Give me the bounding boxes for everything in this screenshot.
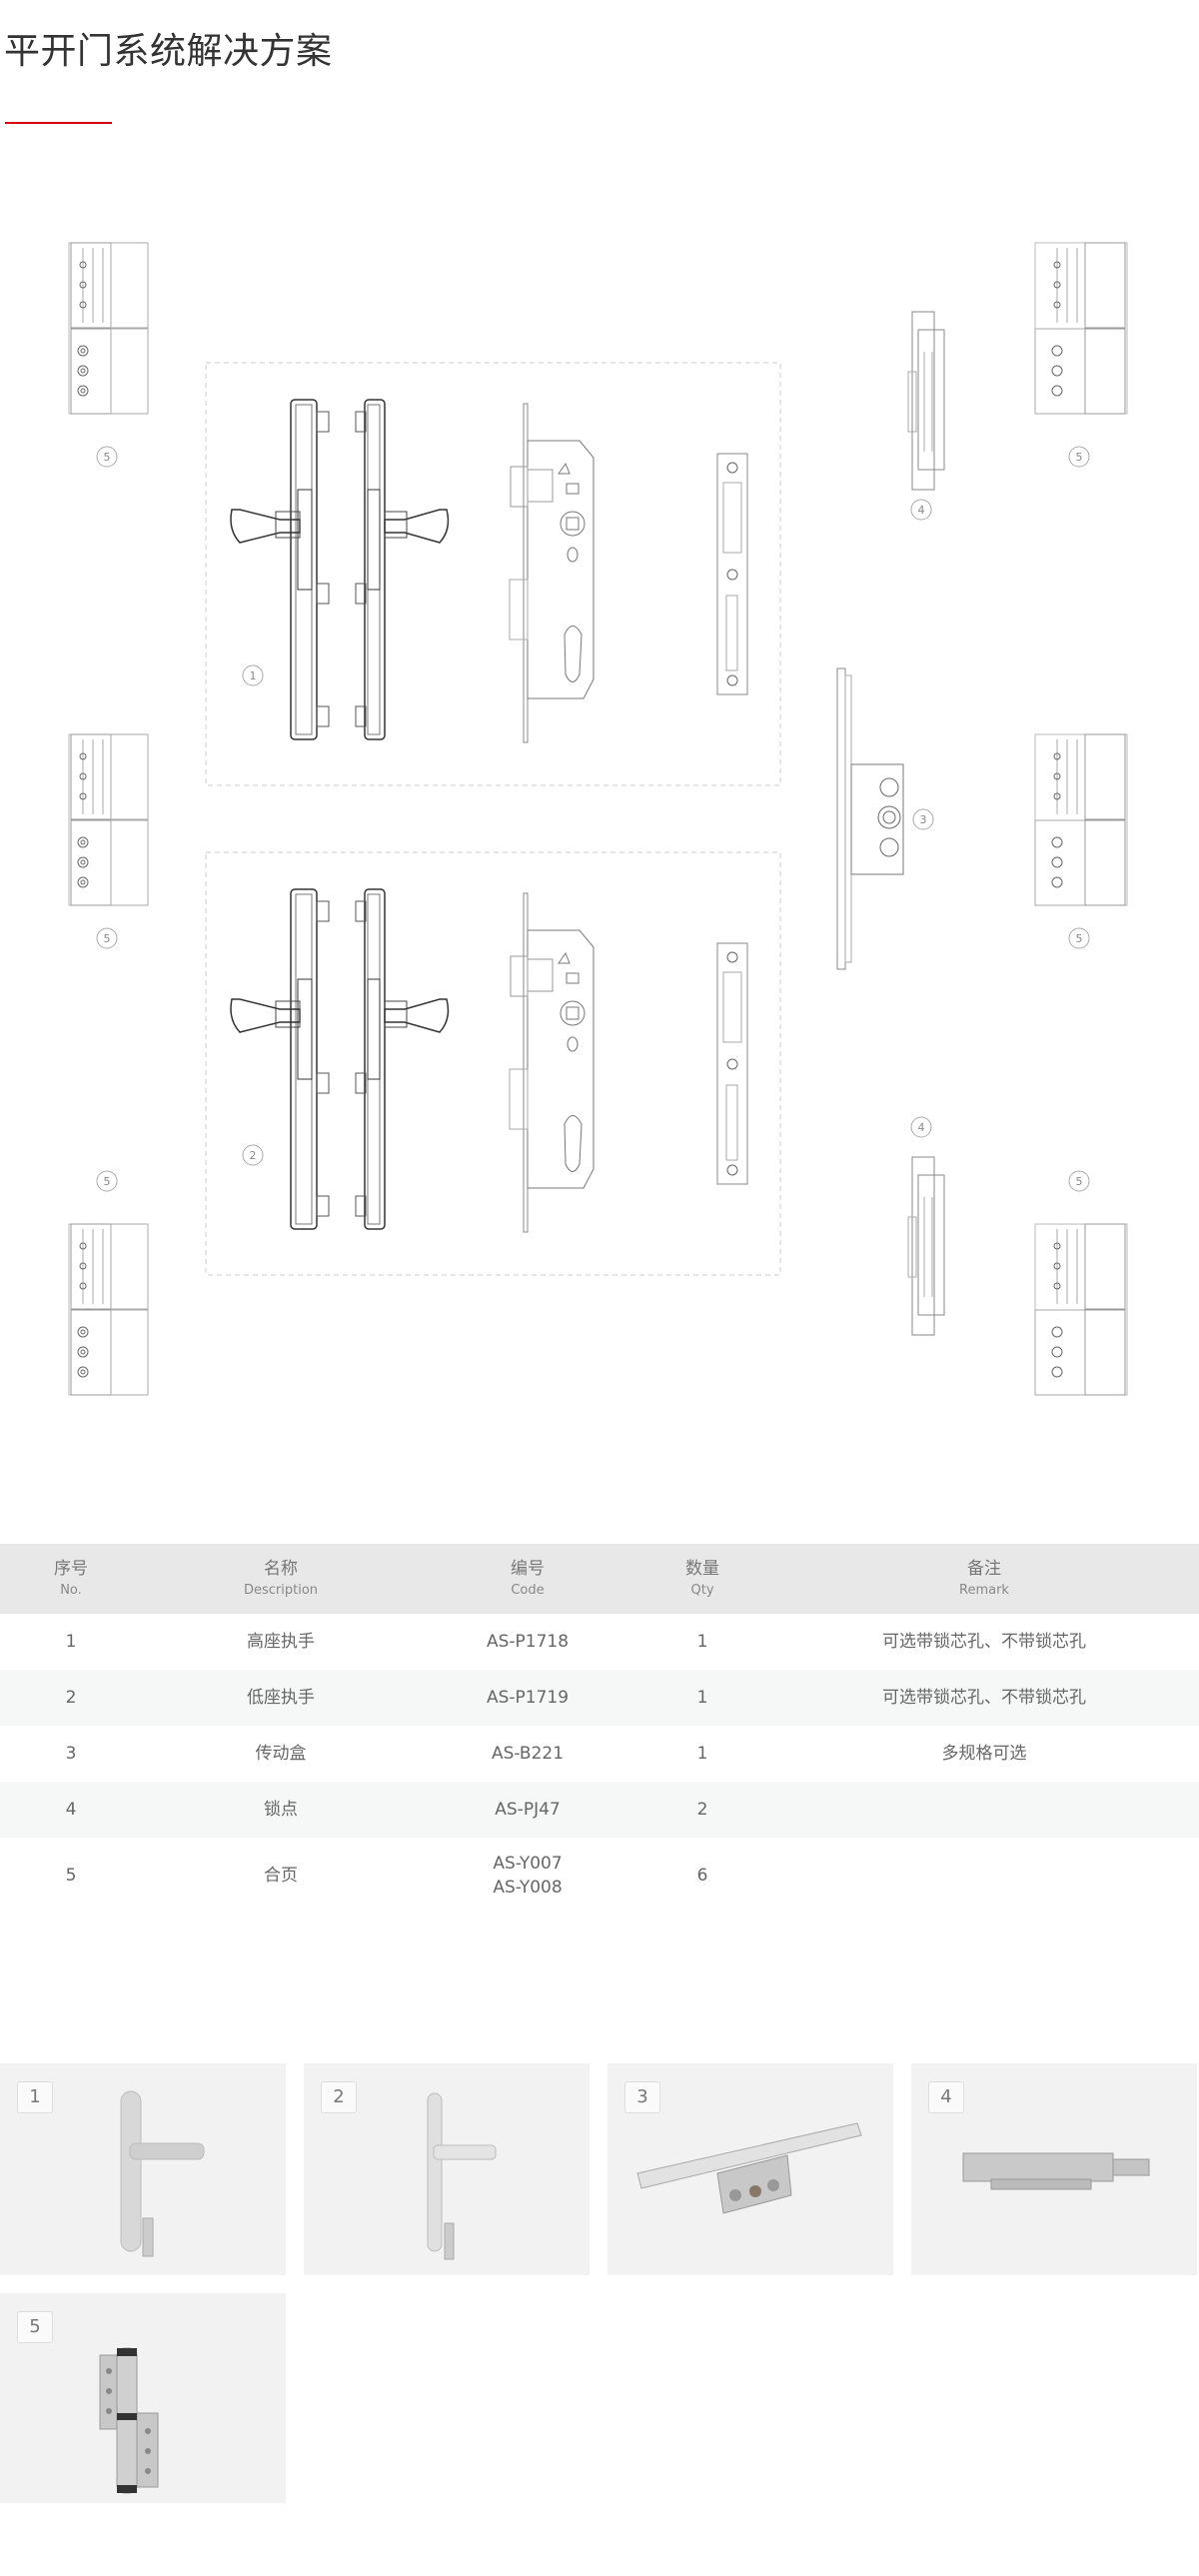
callout-5: 5 bbox=[104, 1175, 111, 1188]
cell-code-line1: AS-Y007 bbox=[493, 1854, 563, 1874]
header-name: 名称 bbox=[264, 1559, 298, 1579]
header-code: 编号 bbox=[511, 1559, 545, 1579]
cell-remark: 可选带锁芯孔、不带锁芯孔 bbox=[882, 1632, 1086, 1652]
product-card-4[interactable]: 4 bbox=[911, 2063, 1197, 2275]
cell-code-line2: AS-Y008 bbox=[493, 1878, 563, 1898]
header-no: 序号 bbox=[54, 1559, 88, 1579]
product-card-5[interactable]: 5 bbox=[0, 2293, 286, 2503]
cell-name: 锁点 bbox=[264, 1800, 298, 1820]
callout-5: 5 bbox=[104, 932, 111, 945]
cell-remark: 多规格可选 bbox=[941, 1744, 1027, 1764]
hinge-drawing bbox=[1034, 242, 1128, 415]
product-card-2[interactable]: 2 bbox=[304, 2063, 590, 2275]
cell-code: AS-PJ47 bbox=[495, 1800, 561, 1820]
cell-no: 3 bbox=[65, 1744, 77, 1764]
title-underline bbox=[5, 122, 112, 124]
gearbox-photo-icon bbox=[636, 2122, 862, 2214]
cell-code: AS-P1718 bbox=[486, 1632, 570, 1652]
header-remark-en: Remark bbox=[959, 1583, 1009, 1598]
cell-name: 合页 bbox=[264, 1866, 298, 1886]
cell-no: 2 bbox=[65, 1688, 77, 1708]
lock-point-photo-icon bbox=[962, 2152, 1150, 2190]
high-handle-photo-icon bbox=[120, 2090, 205, 2257]
product-card-3[interactable]: 3 bbox=[607, 2063, 893, 2275]
high-handle-lock-set-drawing bbox=[230, 399, 748, 743]
cell-qty: 6 bbox=[696, 1866, 708, 1886]
system-diagram: 1 2 3 4 4 5 5 5 5 5 5 bbox=[68, 242, 1128, 1396]
handle-set-box-2 bbox=[205, 851, 781, 1276]
callout-4: 4 bbox=[918, 504, 925, 517]
product-badge: 2 bbox=[321, 2081, 357, 2113]
cell-qty: 2 bbox=[696, 1800, 708, 1820]
product-badge: 4 bbox=[928, 2081, 964, 2113]
low-handle-photo-icon bbox=[427, 2092, 497, 2260]
header-qty: 数量 bbox=[685, 1559, 719, 1579]
cell-name: 低座执手 bbox=[247, 1688, 315, 1708]
gearbox-drawing bbox=[836, 667, 904, 970]
table-row: 2 低座执手 AS-P1719 1 可选带锁芯孔、不带锁芯孔 bbox=[0, 1670, 1199, 1726]
table-row: 4 锁点 AS-PJ47 2 bbox=[0, 1782, 1199, 1838]
header-qty-en: Qty bbox=[690, 1583, 714, 1598]
parts-table: 序号 No. 名称 Description 编号 Code 数量 Qty 备注 Remar… bbox=[0, 1544, 1199, 1914]
page-title: 平开门系统解决方案 bbox=[4, 31, 333, 72]
callout-5: 5 bbox=[104, 451, 111, 464]
callout-5: 5 bbox=[1076, 932, 1083, 945]
low-handle-lock-set-drawing bbox=[230, 888, 748, 1233]
cell-no: 1 bbox=[65, 1632, 77, 1652]
header-no-en: No. bbox=[60, 1583, 82, 1598]
cell-name: 传动盒 bbox=[255, 1744, 307, 1764]
product-card-1[interactable]: 1 bbox=[0, 2063, 286, 2275]
hinge-drawing bbox=[68, 242, 149, 415]
callout-5: 5 bbox=[1076, 1175, 1083, 1188]
cell-qty: 1 bbox=[696, 1744, 708, 1764]
hinge-drawing bbox=[1034, 733, 1128, 906]
table-header: 序号 No. 名称 Description 编号 Code 数量 Qty 备注 Remar… bbox=[0, 1544, 1199, 1614]
lock-point-drawing bbox=[907, 1156, 945, 1336]
callout-4: 4 bbox=[918, 1121, 925, 1134]
handle-set-box-1 bbox=[205, 362, 781, 786]
cell-code: AS-P1719 bbox=[486, 1688, 570, 1708]
callout-2: 2 bbox=[250, 1149, 257, 1162]
product-badge: 1 bbox=[17, 2081, 53, 2113]
header-code-en: Code bbox=[511, 1583, 545, 1598]
header-name-en: Description bbox=[243, 1583, 319, 1598]
cell-remark: 可选带锁芯孔、不带锁芯孔 bbox=[882, 1688, 1086, 1708]
callout-5: 5 bbox=[1076, 451, 1083, 464]
table-row: 1 高座执手 AS-P1718 1 可选带锁芯孔、不带锁芯孔 bbox=[0, 1614, 1199, 1670]
header-remark: 备注 bbox=[967, 1559, 1001, 1579]
hinge-drawing bbox=[1034, 1223, 1128, 1396]
cell-name: 高座执手 bbox=[247, 1632, 315, 1652]
table-row: 3 传动盒 AS-B221 1 多规格可选 bbox=[0, 1726, 1199, 1782]
callout-1: 1 bbox=[250, 669, 257, 682]
product-badge: 3 bbox=[624, 2081, 660, 2113]
hinge-photo-icon bbox=[99, 2347, 159, 2494]
callout-3: 3 bbox=[920, 813, 927, 826]
lock-point-drawing bbox=[907, 311, 945, 491]
product-badge: 5 bbox=[17, 2311, 53, 2343]
cell-no: 5 bbox=[65, 1866, 77, 1886]
cell-qty: 1 bbox=[696, 1632, 708, 1652]
hinge-drawing bbox=[68, 1223, 149, 1396]
cell-qty: 1 bbox=[696, 1688, 708, 1708]
cell-code: AS-B221 bbox=[491, 1744, 565, 1764]
cell-no: 4 bbox=[65, 1800, 77, 1820]
hinge-drawing bbox=[68, 733, 149, 906]
